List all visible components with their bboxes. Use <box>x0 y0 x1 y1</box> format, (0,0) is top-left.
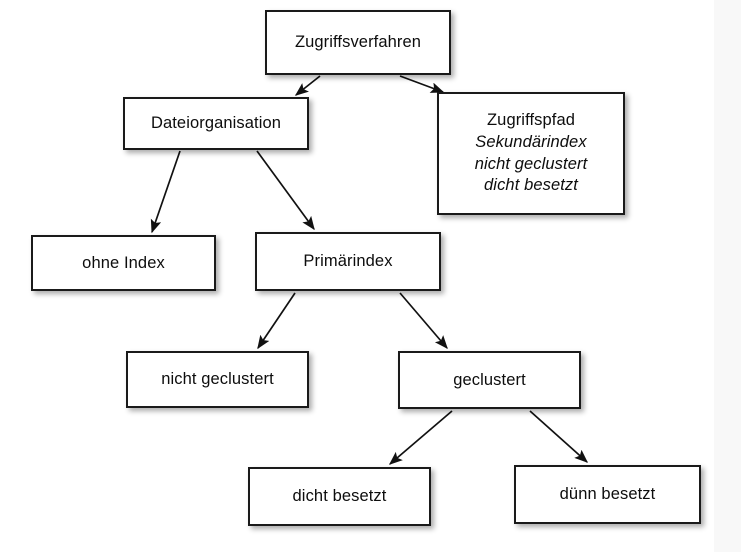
node-label: dicht besetzt <box>292 487 387 506</box>
node-label: Dateiorganisation <box>150 114 282 133</box>
node-label: Sekundärindex <box>475 132 587 151</box>
node-label: geclustert <box>453 370 526 389</box>
edge-primaerindex-to-nicht-geclustert <box>257 292 296 350</box>
node-label: Primärindex <box>303 252 393 271</box>
edge-dateiorganisation-to-primaerindex <box>256 150 315 231</box>
edge-dateiorganisation-to-ohne-index <box>150 150 181 234</box>
node-dicht-besetzt[interactable]: dicht besetzt <box>248 467 431 526</box>
edge-zugriffsverfahren-to-zugriffspfad <box>399 75 445 93</box>
node-geclustert[interactable]: geclustert <box>398 351 581 409</box>
node-label: dicht besetzt <box>484 176 578 195</box>
node-zugriffsverfahren[interactable]: Zugriffsverfahren <box>265 10 451 75</box>
node-duenn-besetzt[interactable]: dünn besetzt <box>514 465 701 524</box>
node-label: Zugriffspfad <box>486 110 576 129</box>
node-label: ohne Index <box>82 253 165 272</box>
edge-geclustert-to-duenn-besetzt <box>529 410 589 463</box>
node-label: nicht geclustert <box>474 154 588 173</box>
node-label: nicht geclustert <box>161 370 274 389</box>
node-dateiorganisation[interactable]: Dateiorganisation <box>123 97 309 150</box>
node-nicht-geclustert[interactable]: nicht geclustert <box>126 351 309 408</box>
node-label: Zugriffsverfahren <box>294 33 422 52</box>
edge-geclustert-to-dicht-besetzt <box>388 410 453 465</box>
edge-zugriffsverfahren-to-dateiorganisation <box>294 75 321 96</box>
node-ohne-index[interactable]: ohne Index <box>31 235 216 291</box>
node-primaerindex[interactable]: Primärindex <box>255 232 441 291</box>
edge-primaerindex-to-geclustert <box>399 292 448 350</box>
right-side-panel <box>714 0 741 552</box>
node-label: dünn besetzt <box>559 485 656 504</box>
